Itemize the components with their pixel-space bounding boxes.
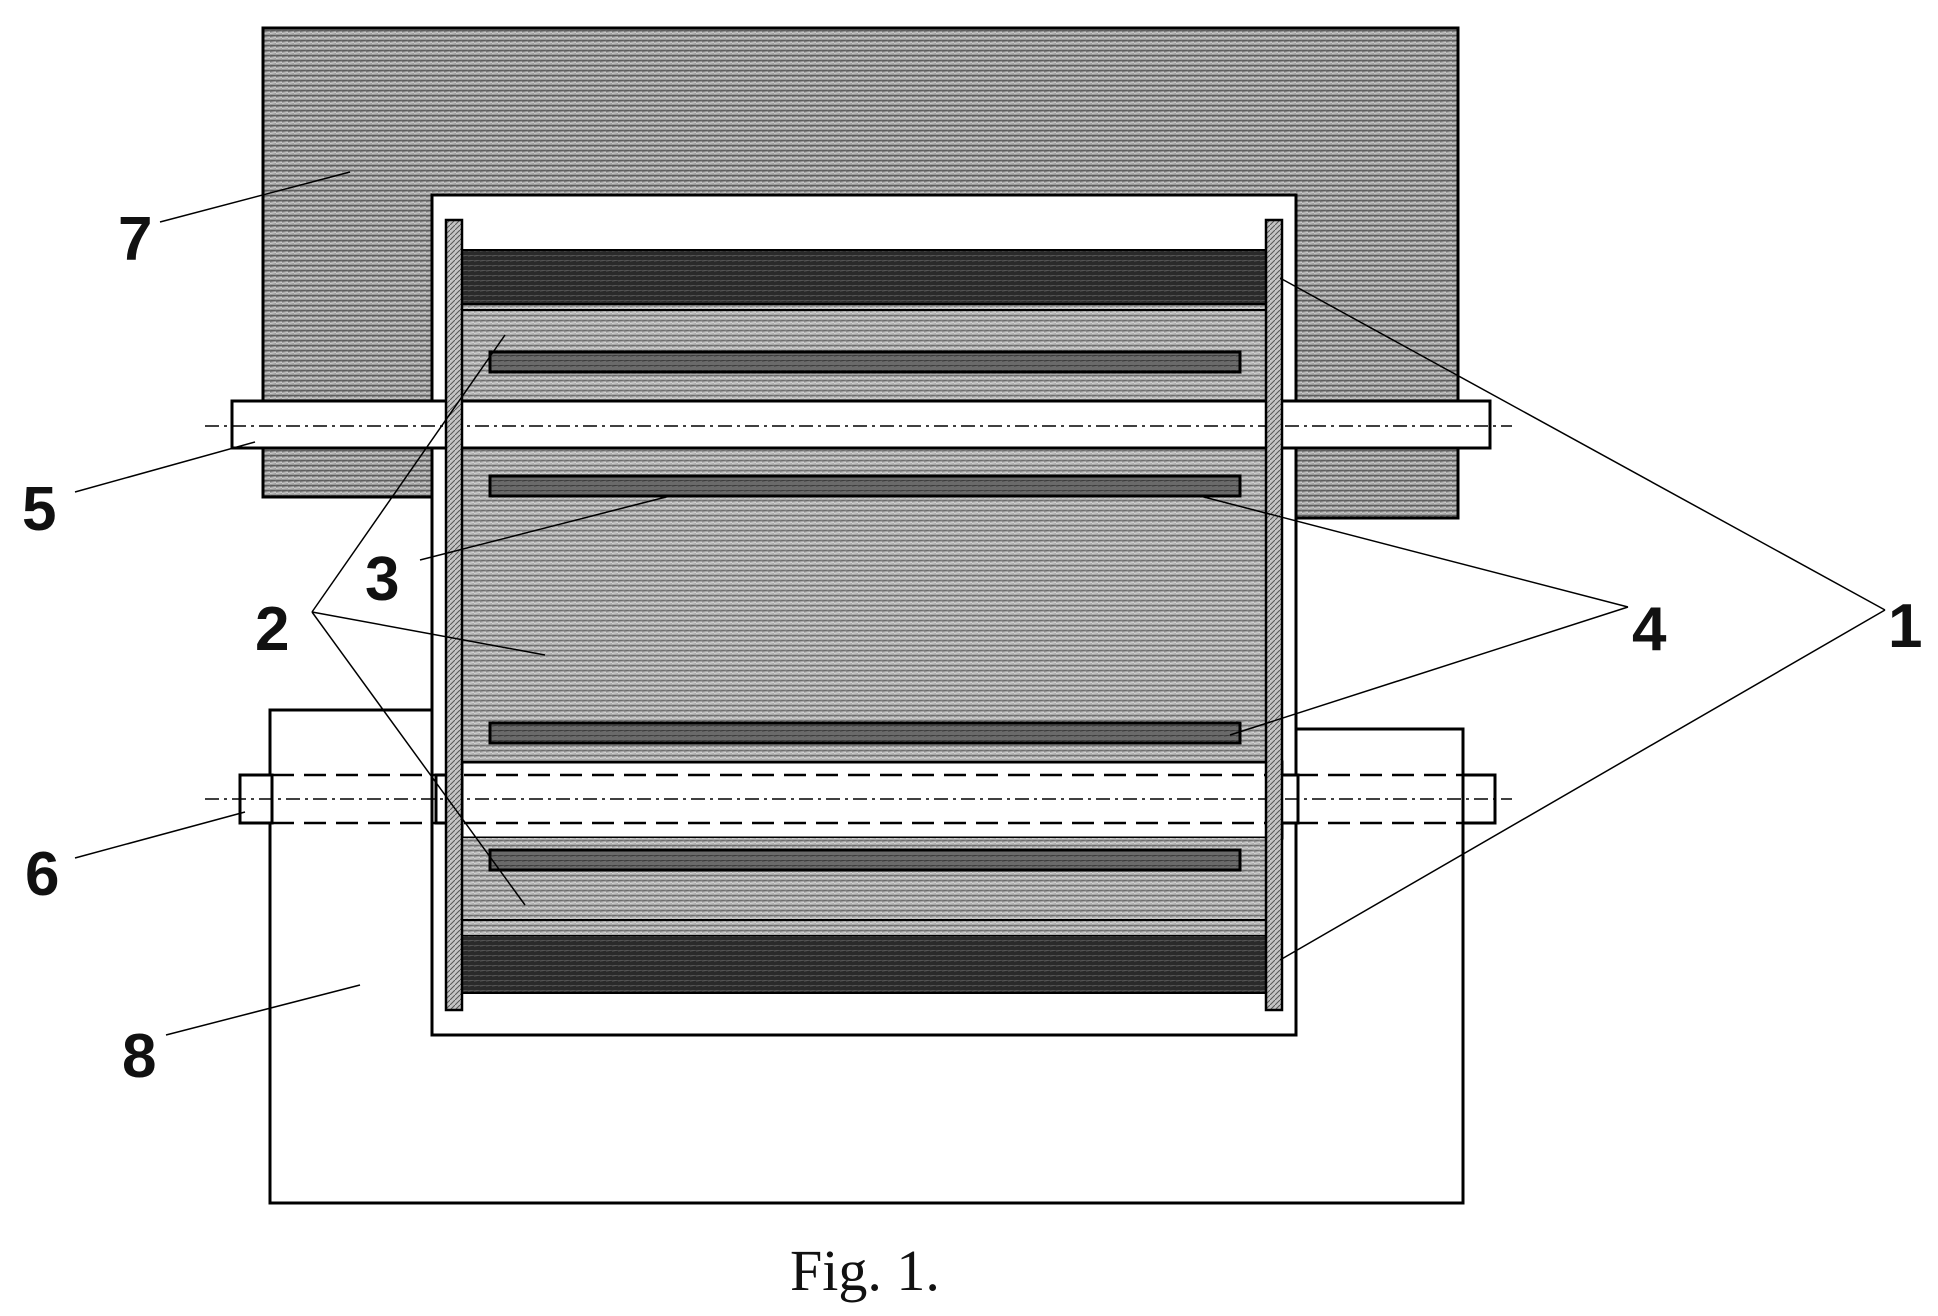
label-1: 1: [1888, 592, 1922, 661]
lower-shaft-gap: [460, 760, 1284, 840]
label-6: 6: [25, 840, 59, 909]
magnet-plate-bottom: [461, 934, 1283, 994]
end-plate-right: [1264, 218, 1284, 1012]
strip-3: [488, 721, 1242, 745]
strip-1: [488, 350, 1242, 374]
strip-2: [488, 474, 1242, 498]
figure-caption: Fig. 1.: [790, 1238, 940, 1303]
label-7: 7: [118, 205, 152, 274]
magnet-plate-top: [461, 249, 1283, 305]
label-5: 5: [22, 475, 56, 544]
label-4: 4: [1632, 595, 1667, 664]
label-8: 8: [122, 1022, 156, 1091]
label-3: 3: [365, 545, 399, 614]
end-plate-left: [444, 218, 464, 1012]
leader-lines: [74, 171, 1886, 1036]
core-region: [462, 300, 1282, 760]
upper-shaft: [230, 399, 1492, 450]
label-2: 2: [255, 595, 289, 664]
strip-4: [488, 848, 1242, 872]
